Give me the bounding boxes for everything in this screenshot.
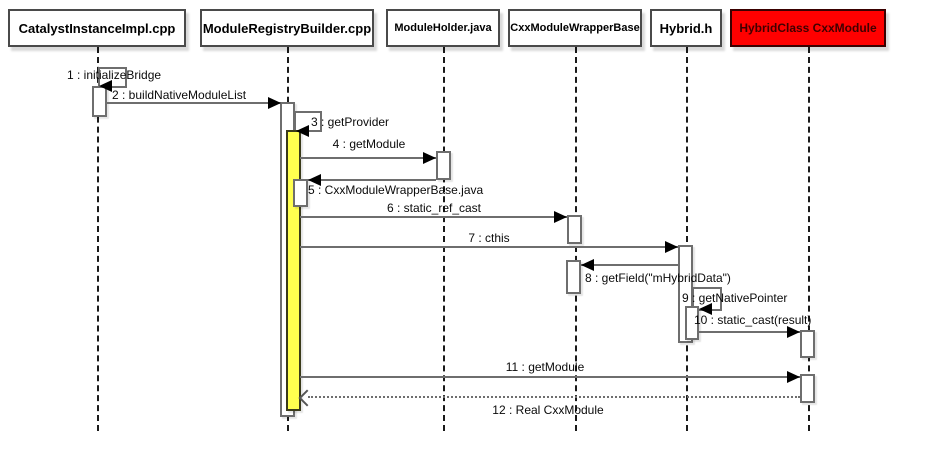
activation-registry-msg5 — [293, 179, 308, 207]
arrowhead-msg11 — [787, 371, 800, 383]
message-3-label: 3 : getProvider — [311, 115, 390, 129]
activation-hybrid-class-get — [800, 374, 815, 403]
participant-module-registry-builder: ModuleRegistryBuilder.cpp — [200, 9, 374, 47]
lifeline-hybrid-h — [686, 47, 688, 431]
message-8-label: 8 : getField("mHybridData") — [585, 271, 731, 285]
arrowhead-msg9 — [699, 303, 712, 315]
message-2-label: 2 : buildNativeModuleList — [112, 88, 247, 102]
participant-label: CatalystInstanceImpl.cpp — [18, 20, 176, 36]
participant-hybrid-h: Hybrid.h — [650, 9, 722, 47]
arrow-msg7 — [300, 246, 678, 248]
message-11-label: 11 : getModule — [505, 360, 585, 374]
activation-registry-highlight — [286, 130, 301, 411]
arrow-msg2 — [106, 102, 281, 104]
message-12-label: 12 : Real CxxModule — [492, 403, 604, 417]
lifeline-catalyst-instance-impl — [97, 47, 99, 431]
arrowhead-msg3 — [296, 125, 309, 137]
arrowhead-msg8 — [581, 259, 594, 271]
arrowhead-msg12-open — [298, 389, 316, 407]
activation-hybrid-nested — [685, 306, 699, 340]
participant-hybrid-class-cxx-module: HybridClass CxxModule — [730, 9, 886, 47]
message-4-label: 4 : getModule — [332, 137, 406, 151]
message-1-label: 1 : initializeBridge — [67, 68, 162, 82]
arrowhead-msg2 — [268, 97, 281, 109]
arrowhead-msg5 — [308, 174, 321, 186]
activation-wrapper-base-field — [566, 260, 581, 294]
activation-wrapper-base-cast — [567, 215, 582, 244]
activation-module-holder — [436, 151, 451, 180]
arrowhead-msg1 — [99, 80, 112, 92]
message-7-label: 7 : cthis — [468, 231, 510, 245]
arrow-msg4 — [300, 157, 436, 159]
participant-label: ModuleRegistryBuilder.cpp — [202, 20, 372, 36]
participant-label: CxxModuleWrapperBase — [510, 22, 640, 34]
activation-hybrid-class-cast — [800, 330, 815, 358]
arrowhead-msg4 — [423, 152, 436, 164]
lifeline-module-holder — [443, 47, 445, 431]
participant-label: ModuleHolder.java — [394, 22, 492, 34]
lifeline-hybrid-class-cxx-module — [808, 47, 810, 431]
participant-catalyst-instance-impl: CatalystInstanceImpl.cpp — [8, 9, 186, 47]
participant-label: HybridClass CxxModule — [739, 21, 877, 35]
participant-cxx-module-wrapper-base: CxxModuleWrapperBase — [508, 9, 642, 47]
message-6-label: 6 : static_ref_cast — [386, 201, 482, 215]
arrow-msg10 — [699, 331, 800, 333]
arrow-msg5 — [308, 179, 436, 181]
arrowhead-msg6 — [554, 211, 567, 223]
arrow-msg11 — [300, 376, 800, 378]
arrow-msg12 — [308, 396, 800, 398]
message-9-label: 9 : getNativePointer — [682, 291, 788, 305]
participant-label: Hybrid.h — [659, 20, 713, 36]
participant-module-holder: ModuleHolder.java — [386, 9, 500, 47]
arrowhead-msg7 — [665, 241, 678, 253]
arrow-msg8 — [581, 264, 678, 266]
arrow-msg6 — [300, 216, 567, 218]
arrowhead-msg10 — [787, 326, 800, 338]
message-10-label: 10 : static_cast(result) — [694, 313, 812, 327]
message-5-label: 5 : CxxModuleWrapperBase.java — [308, 183, 484, 197]
